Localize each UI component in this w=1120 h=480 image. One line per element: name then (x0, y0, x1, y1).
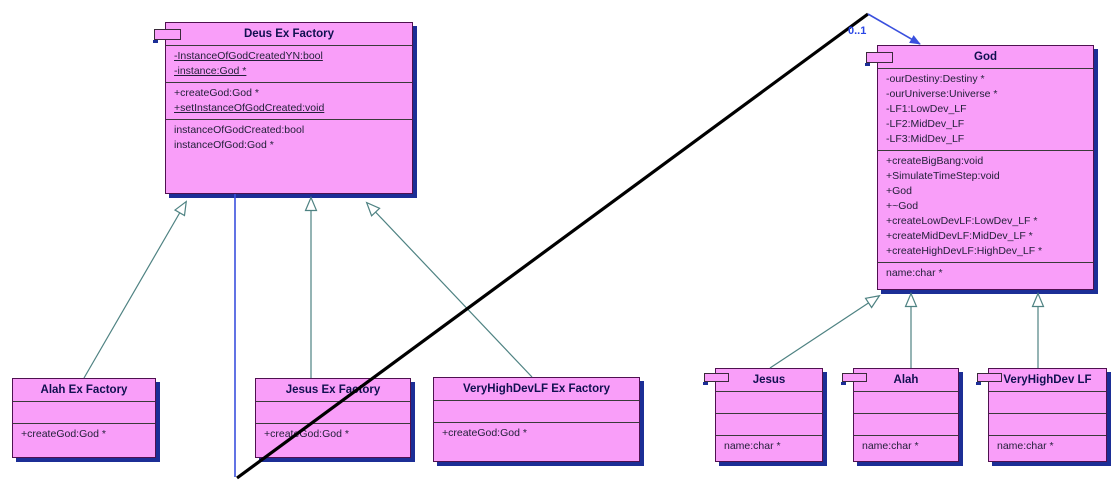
class-title: VeryHighDev LF (989, 369, 1106, 392)
class-member: name:char * (862, 440, 919, 452)
class-member: +createHighDevLF:HighDev_LF * (886, 245, 1043, 257)
class-member: +createGod:God * (442, 427, 527, 439)
class-member: +createLowDevLF:LowDev_LF * (886, 215, 1038, 227)
class-compartment (989, 414, 1106, 436)
uml-class-jesus[interactable]: Jesus name:char * (703, 368, 823, 462)
class-title: Alah (854, 369, 958, 392)
uml-class-god[interactable]: God -ourDestiny:Destiny * -ourUniverse:Un… (865, 45, 1094, 290)
class-icon (865, 52, 893, 66)
class-compartment (989, 392, 1106, 414)
generalization-links (83, 195, 1045, 379)
uml-class-veryhighdev-lf[interactable]: VeryHighDev LF name:char * (976, 368, 1107, 462)
class-title: VeryHighDevLF Ex Factory (434, 378, 639, 401)
class-compartment (716, 414, 822, 436)
class-compartment (854, 392, 958, 414)
class-member: -ourUniverse:Universe * (886, 88, 998, 100)
class-member: +~God (886, 200, 919, 212)
class-compartment: +createGod:God * (13, 424, 155, 457)
class-title: Jesus Ex Factory (256, 379, 410, 402)
uml-class-veryhighdevlf-ex-factory[interactable]: VeryHighDevLF Ex Factory +createGod:God … (433, 377, 640, 462)
class-member: +SimulateTimeStep:void (886, 170, 1000, 182)
class-member: instanceOfGodCreated:bool (174, 124, 305, 136)
class-compartment: +createGod:God * +setInstanceOfGodCreated… (166, 83, 412, 120)
class-icon (153, 29, 181, 43)
class-compartment: +createGod:God * (434, 423, 639, 461)
class-member: instanceOfGod:God * (174, 139, 274, 151)
class-member: -InstanceOfGodCreatedYN:bool (174, 50, 323, 62)
class-member: +createGod:God * (264, 428, 349, 440)
class-title: Alah Ex Factory (13, 379, 155, 402)
uml-class-alah-ex-factory[interactable]: Alah Ex Factory +createGod:God * (12, 378, 156, 458)
association-line-segment-diagonal[interactable] (236, 12, 869, 480)
class-compartment (716, 392, 822, 414)
class-member: -LF1:LowDev_LF (886, 103, 967, 115)
class-compartment: name:char * (878, 263, 1093, 289)
class-title: God (878, 46, 1093, 69)
association-line-arrow-segment[interactable] (867, 13, 921, 45)
class-member: name:char * (724, 440, 781, 452)
generalization-link-to-deus-ex-factory[interactable] (83, 200, 188, 379)
multiplicity-label: 0..1 (848, 25, 867, 37)
class-compartment: +createBigBang:void +SimulateTimeStep:voi… (878, 151, 1093, 263)
class-member: +createGod:God * (21, 428, 106, 440)
class-compartment: instanceOfGodCreated:bool instanceOfGod:G… (166, 120, 412, 193)
class-compartment: -ourDestiny:Destiny * -ourUniverse:Univer… (878, 69, 1093, 151)
class-member: -instance:God * (174, 65, 247, 77)
class-compartment: name:char * (989, 436, 1106, 461)
class-compartment: +createGod:God * (256, 424, 410, 457)
class-member: -LF2:MidDev_LF (886, 118, 965, 130)
class-compartment (256, 402, 410, 424)
uml-class-deus-ex-factory[interactable]: Deus Ex Factory -InstanceOfGodCreatedYN:… (153, 22, 413, 194)
class-member: +createBigBang:void (886, 155, 984, 167)
class-compartment (434, 401, 639, 423)
class-title: Deus Ex Factory (166, 23, 412, 46)
class-member: +createMidDevLF:MidDev_LF * (886, 230, 1033, 242)
class-compartment: -InstanceOfGodCreatedYN:bool -instance:Go… (166, 46, 412, 83)
class-member: -ourDestiny:Destiny * (886, 73, 985, 85)
class-icon (703, 373, 729, 385)
class-member: name:char * (886, 267, 943, 279)
class-member: name:char * (997, 440, 1054, 452)
class-icon (841, 373, 867, 385)
class-compartment (13, 402, 155, 424)
class-icon (976, 373, 1002, 385)
class-member: +setInstanceOfGodCreated:void (174, 102, 325, 114)
class-title: Jesus (716, 369, 822, 392)
uml-class-alah[interactable]: Alah name:char * (841, 368, 959, 462)
class-member: +createGod:God * (174, 87, 259, 99)
association-link (234, 12, 921, 480)
generalization-link-to-deus-ex-factory[interactable] (365, 201, 533, 378)
class-compartment (854, 414, 958, 436)
class-compartment: name:char * (716, 436, 822, 461)
class-member: -LF3:MidDev_LF (886, 133, 965, 145)
class-compartment: name:char * (854, 436, 958, 461)
generalization-link-to-god[interactable] (769, 294, 881, 369)
class-member: +God (886, 185, 912, 197)
